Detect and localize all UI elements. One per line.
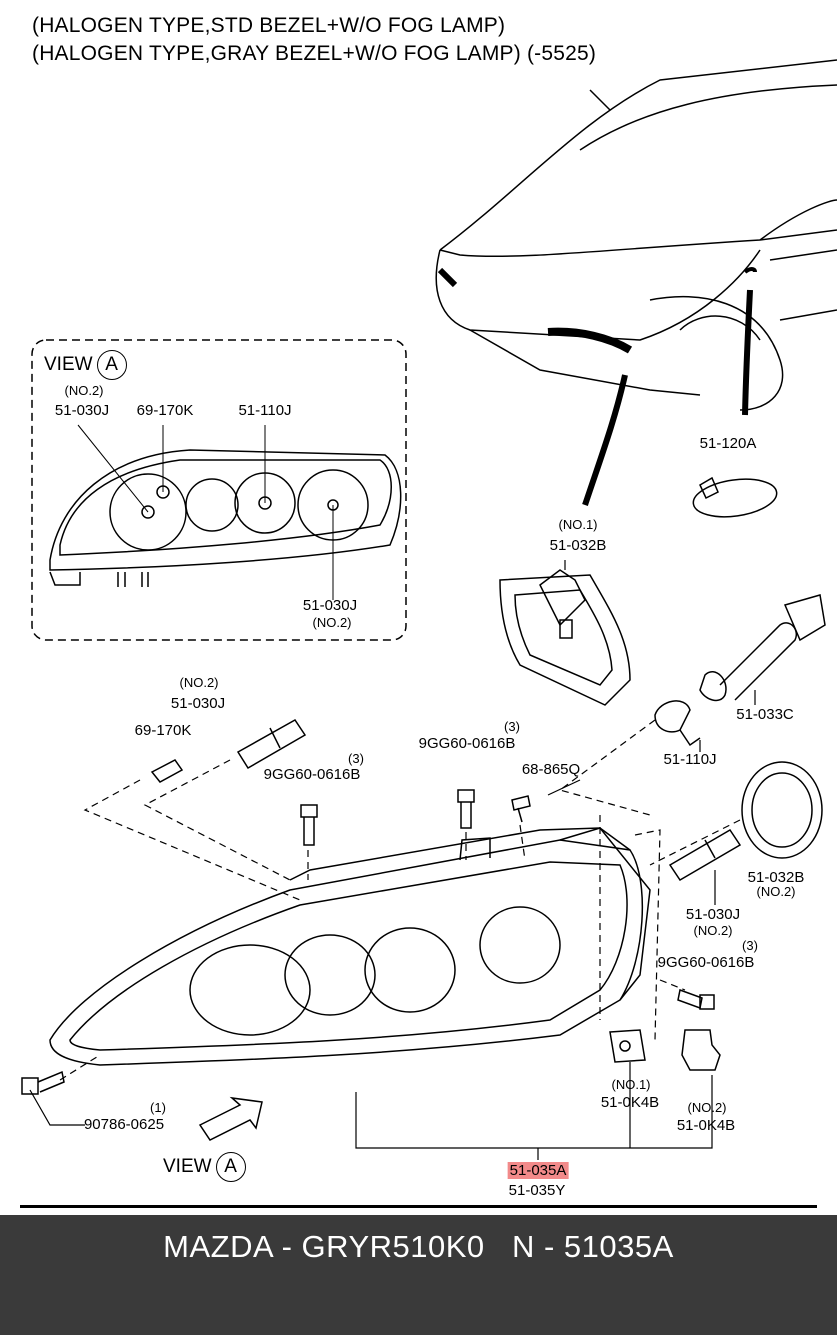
part-51-030j-right: 51-030J	[685, 906, 741, 923]
inset-headlamp	[49, 449, 402, 587]
view-a-letter: A	[96, 350, 127, 380]
inset-no2-bottom: (NO.2)	[312, 615, 352, 630]
bulb-51-030j-left	[236, 719, 307, 770]
part-51-032b-no2: 51-032B	[747, 869, 805, 886]
side-marker-lamp	[692, 476, 778, 518]
part-51-032b-no2-tag: (NO.2)	[756, 884, 796, 899]
bulb-51-110j	[654, 700, 701, 747]
part-51-030j-right-tag: (NO.2)	[693, 923, 733, 938]
part-68-865q: 68-865Q	[521, 761, 581, 778]
part-51-035y: 51-035Y	[508, 1182, 566, 1199]
inset-part-69-170k: 69-170K	[136, 402, 194, 419]
bolt-9gg-mid	[457, 789, 475, 829]
bolt-9gg-left	[300, 804, 318, 846]
part-51-0k4b-no1: 51-0K4B	[600, 1094, 660, 1111]
qty-1: (1)	[150, 1100, 166, 1115]
qty-3-right: (3)	[742, 938, 758, 953]
bulb-51-033c	[699, 594, 826, 702]
bulb-69-170k	[150, 759, 184, 783]
pointer-band-side	[742, 289, 753, 416]
part-9gg60-0616b-mid: 9GG60-0616B	[418, 735, 516, 752]
clip-68-865q	[511, 795, 531, 823]
qty-3-mid: (3)	[504, 719, 520, 734]
footer-divider	[20, 1205, 817, 1208]
leader-lines-dashed	[59, 719, 741, 1081]
inset-no2-top: (NO.2)	[64, 383, 104, 398]
inset-part-51-030j-top: 51-030J	[54, 402, 110, 419]
bracket-51-0k4b-no1	[609, 1029, 646, 1063]
bulb-51-030j-right	[668, 828, 742, 882]
car-outline	[435, 59, 837, 411]
part-51-0k4b-no2: 51-0K4B	[676, 1117, 736, 1134]
bolt-9gg-right	[677, 988, 715, 1010]
leader-lines-solid	[29, 560, 756, 1160]
diagram-title-line-1: (HALOGEN TYPE,STD BEZEL+W/O FOG LAMP)	[32, 14, 506, 37]
ring-51-032b-no2	[741, 761, 823, 859]
view-a-bottom-text: VIEW	[163, 1156, 212, 1178]
headlamp-assembly	[49, 827, 651, 1066]
bracket-51-0k4b-no2	[681, 1029, 721, 1071]
footer-part-number: MAZDA - GRYR510K0 N - 51035A	[163, 1229, 674, 1264]
diagram-title-line-2: (HALOGEN TYPE,GRAY BEZEL+W/O FOG LAMP) (…	[32, 42, 597, 65]
part-51-035a-highlighted: 51-035A	[507, 1162, 569, 1179]
parts-diagram	[21, 59, 837, 1160]
pointer-band-headlamp	[582, 374, 628, 506]
inset-part-51-030j-bottom: 51-030J	[302, 597, 358, 614]
part-51-035a: 51-035A	[507, 1162, 569, 1179]
part-51-032b-no1-tag: (NO.1)	[558, 517, 598, 532]
part-9gg60-0616b-right: 9GG60-0616B	[657, 954, 755, 971]
footer-bar: MAZDA - GRYR510K0 N - 51035A	[0, 1215, 837, 1335]
part-90786-0625: 90786-0625	[83, 1116, 165, 1133]
part-51-120a: 51-120A	[699, 435, 757, 452]
inset-part-51-110j: 51-110J	[238, 402, 292, 419]
part-51-030j-left-tag: (NO.2)	[179, 675, 219, 690]
part-51-0k4b-no2-tag: (NO.2)	[687, 1100, 727, 1115]
view-a-bottom-letter: A	[215, 1152, 246, 1182]
view-a-text: VIEW	[44, 354, 93, 376]
qty-3-left: (3)	[348, 751, 364, 766]
screw-90786	[21, 1070, 65, 1095]
view-a-arrow	[198, 1096, 263, 1141]
bracket-no1	[499, 569, 631, 706]
part-69-170k: 69-170K	[134, 722, 192, 739]
part-51-110j: 51-110J	[663, 751, 717, 768]
view-a-inset-box	[31, 339, 407, 641]
part-51-032b-no1: 51-032B	[549, 537, 607, 554]
part-51-0k4b-no1-tag: (NO.1)	[611, 1077, 651, 1092]
part-9gg60-0616b-left: 9GG60-0616B	[263, 766, 361, 783]
part-51-030j-left: 51-030J	[170, 695, 226, 712]
part-51-033c: 51-033C	[736, 706, 794, 723]
